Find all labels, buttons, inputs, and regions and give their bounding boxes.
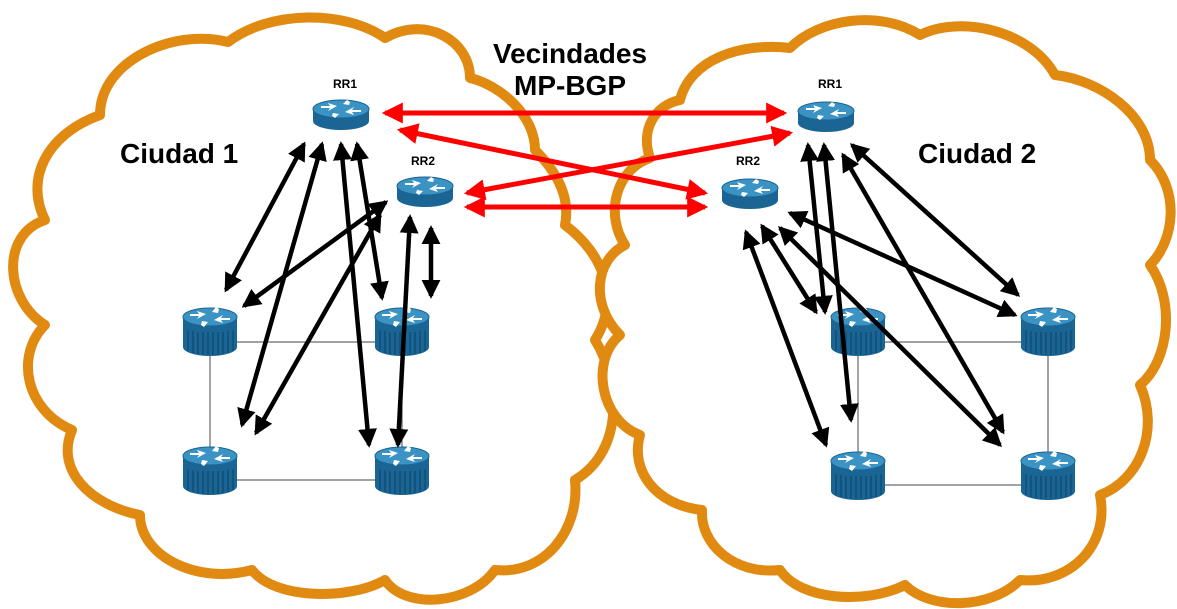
city2-router-bottom-left[interactable] [830, 450, 886, 501]
city1-ibgp-arrows [224, 141, 441, 448]
city2-rr1-router[interactable] [797, 101, 855, 133]
city1-label: Ciudad 1 [120, 138, 239, 169]
mpbgp-title-line1: Vecindades [492, 38, 648, 69]
mpbgp-title: Vecindades MP-BGP [470, 38, 670, 102]
city2-ibgp-arrows [742, 142, 1021, 448]
mpbgp-title-line2: MP-BGP [514, 70, 626, 101]
city1-rr2-label: RR2 [411, 154, 436, 168]
city1-rr2-router[interactable] [396, 176, 454, 208]
city1-rr1-router[interactable] [312, 99, 370, 131]
city2-rr2-router[interactable] [721, 178, 779, 210]
city2-label: Ciudad 2 [918, 138, 1037, 169]
city2-rr2-label: RR2 [736, 154, 761, 168]
city2-cloud [595, 15, 1176, 609]
mpbgp-arrows [381, 102, 794, 218]
city2-rr1-label: RR1 [818, 77, 843, 91]
city1-rr1-label: RR1 [333, 77, 358, 91]
city1-cloud [8, 12, 619, 605]
city2-router-top-right[interactable] [1020, 306, 1076, 357]
city1-router-bottom-right[interactable] [374, 445, 430, 496]
city1-router-bottom-left[interactable] [182, 445, 238, 496]
city1-router-top-left[interactable] [182, 306, 238, 357]
city2-router-bottom-right[interactable] [1020, 450, 1076, 501]
